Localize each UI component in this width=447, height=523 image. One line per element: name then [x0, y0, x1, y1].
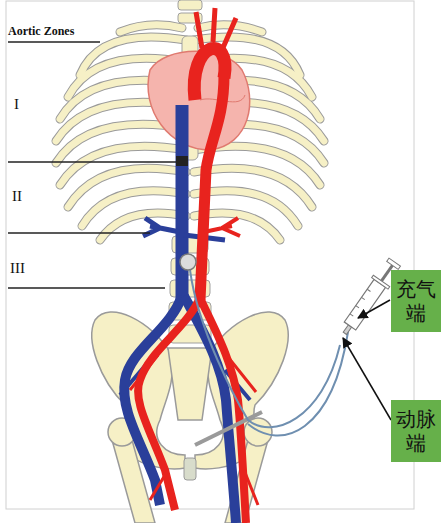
zone-line — [8, 287, 165, 289]
label-box: 动脉端 — [391, 400, 441, 462]
iliac-vein — [124, 296, 182, 505]
descending-aorta — [200, 75, 224, 300]
zone-number: II — [12, 188, 22, 205]
iliac-vein — [184, 296, 236, 523]
renal-artery — [204, 218, 240, 236]
figure-frame — [6, 1, 414, 509]
arch-branch — [196, 8, 236, 50]
rib — [56, 25, 324, 240]
zone-number: I — [14, 96, 19, 113]
syringe-thumb — [387, 258, 401, 269]
femoral-head — [244, 418, 272, 446]
label-box: 充气端 — [391, 270, 441, 332]
zone-line — [8, 232, 150, 234]
syringe-barrel — [344, 279, 385, 330]
leader-arrow — [358, 300, 390, 318]
sheath — [195, 412, 262, 445]
sacrum — [168, 348, 212, 420]
balloon — [180, 254, 196, 270]
zone-line — [8, 161, 186, 163]
rib-outline — [56, 25, 324, 240]
iliac-artery — [138, 298, 200, 510]
zone-line — [8, 41, 100, 43]
leader-arrow — [343, 338, 391, 420]
branch-artery — [130, 352, 258, 505]
pubic-symphysis — [184, 458, 196, 480]
zone-number: III — [10, 260, 25, 277]
catheter-tube — [190, 270, 340, 427]
vertebra — [178, 0, 202, 10]
box-text: 动脉端 — [393, 407, 439, 455]
box-text: 充气端 — [393, 277, 439, 325]
zone-marker — [176, 156, 188, 166]
catheter-tube — [248, 332, 348, 436]
axis-title: Aortic Zones — [8, 24, 74, 39]
vena-cava — [176, 105, 189, 300]
syringe-flange — [372, 275, 390, 289]
